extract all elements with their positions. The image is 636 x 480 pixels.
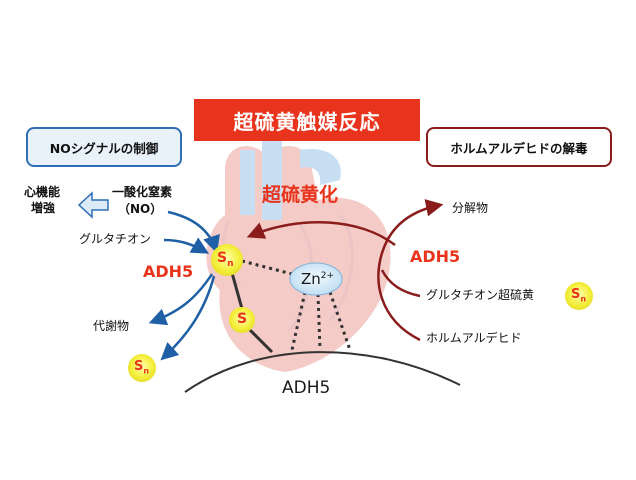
s-node-text: S	[237, 311, 248, 327]
arrow-to-sn-product	[160, 275, 216, 361]
heart-function-line2: 増強	[31, 201, 56, 215]
glutathione-persulfide-label: グルタチオン超硫黄	[426, 288, 535, 302]
metabolite-label: 代謝物	[93, 319, 130, 333]
sulfur-s-node	[229, 307, 255, 333]
sn-node-text: Sn	[217, 250, 234, 269]
sn-right-text: Sn	[571, 287, 587, 304]
sulfur-sn-node	[211, 244, 243, 276]
arrow-glutathione-to-sn	[163, 237, 210, 254]
enzyme-arc	[184, 351, 461, 393]
zn-coordination-2	[316, 293, 322, 351]
sulfur-sn-right	[565, 282, 593, 310]
adh5-label-left: ADH5	[143, 262, 194, 281]
arrow-left-outline-icon	[77, 191, 109, 219]
arrow-no-to-sn	[167, 210, 220, 254]
zn-coordination-3	[328, 291, 352, 351]
formaldehyde-detox-box: ホルムアルデヒドの解毒	[426, 127, 612, 167]
arrow-to-sn-persulfidation	[246, 221, 396, 246]
title-banner: 超硫黄触媒反応	[194, 99, 420, 141]
sn-product-text: Sn	[134, 359, 150, 376]
formaldehyde-label: ホルムアルデヒド	[426, 331, 522, 345]
decomposition-label: 分解物	[452, 201, 489, 215]
nitric-oxide-label: 一酸化窒素	[112, 185, 173, 199]
arrow-to-metabolite	[148, 273, 214, 326]
nitric-oxide-abbrev: （NO）	[118, 202, 163, 216]
zinc-label: Zn2+	[301, 270, 335, 288]
arrow-persulfide-in	[380, 269, 421, 298]
bond-s-arc	[245, 325, 274, 354]
zn-coordination-sn	[241, 259, 301, 278]
no-signal-control-box: NOシグナルの制御	[26, 127, 182, 167]
adh5-label-right: ADH5	[410, 247, 461, 266]
zn-coordination-1	[290, 291, 307, 351]
heart-function-line1: 心機能	[24, 185, 61, 199]
persulfidation-label: 超硫黄化	[262, 184, 339, 206]
glutathione-label-left: グルタチオン	[79, 232, 152, 246]
arrow-cycle	[377, 199, 444, 342]
enzyme-label: ADH5	[282, 378, 331, 398]
zinc-ion	[289, 262, 343, 296]
sulfur-sn-product	[128, 354, 156, 382]
